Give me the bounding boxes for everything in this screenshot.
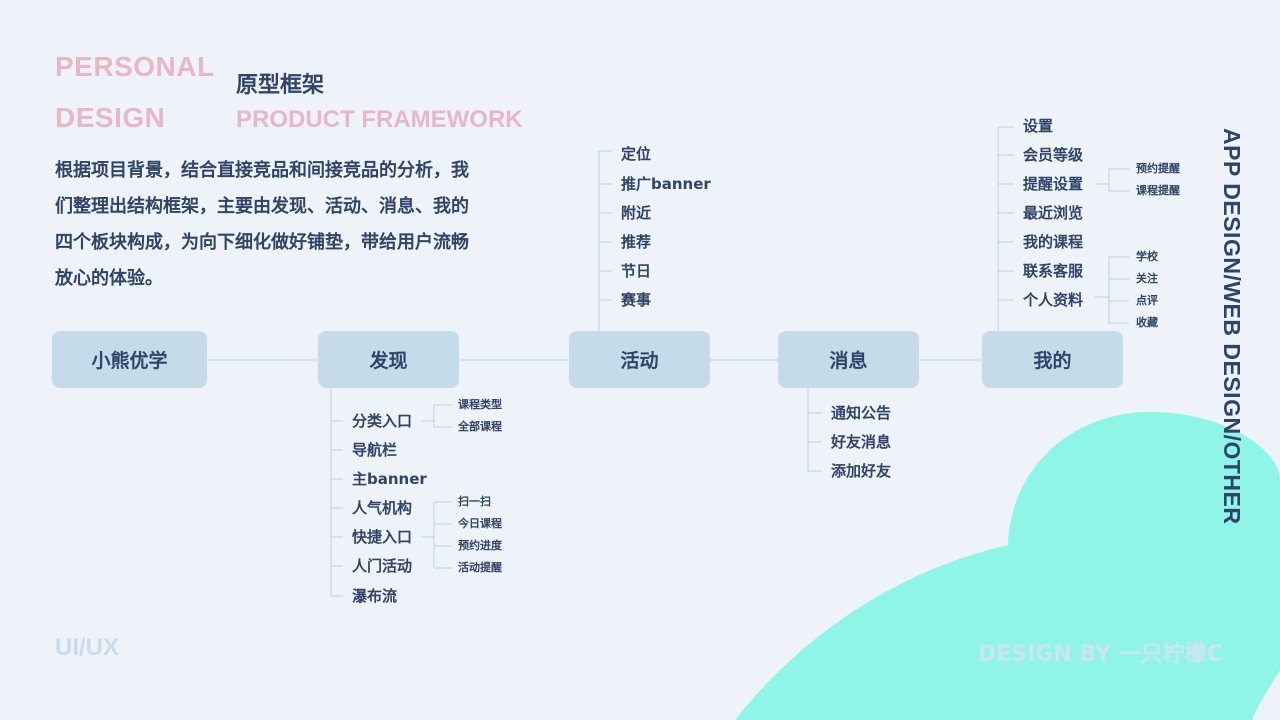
mine-item: 我的课程 [1023, 233, 1084, 251]
node-activity[interactable]: 活动 [569, 331, 710, 388]
category-sub-item: 课程类型 [458, 398, 502, 411]
profile-sub-item: 学校 [1136, 250, 1158, 263]
discover-item: 分类入口 [352, 412, 413, 430]
quick-sub-item: 预约进度 [458, 539, 502, 552]
discover-item: 人门活动 [352, 557, 413, 575]
discover-item: 瀑布流 [352, 587, 398, 605]
discover-item: 导航栏 [352, 441, 398, 459]
activity-item: 推广banner [621, 175, 711, 193]
footer-credit: DESIGN BY 一只柠檬C [978, 642, 1223, 667]
quick-sub-item: 活动提醒 [458, 561, 502, 574]
discover-item: 主banner [352, 470, 427, 488]
node-message[interactable]: 消息 [778, 331, 919, 388]
title-cn: 原型框架 [236, 73, 325, 98]
message-item: 好友消息 [831, 433, 892, 451]
discover-item: 人气机构 [352, 499, 413, 517]
profile-sub-item: 点评 [1136, 294, 1158, 307]
intro-line: 根据项目背景，结合直接竞品和间接竞品的分析，我 [55, 160, 469, 181]
activity-item: 赛事 [621, 291, 652, 309]
message-item: 通知公告 [831, 404, 892, 422]
side-vertical-title: APP DESIGN/WEB DESIGN/OTHER [1219, 128, 1245, 525]
mine-item: 设置 [1023, 117, 1054, 135]
footer-left-label: UI/UX [55, 634, 120, 661]
category-sub-item: 全部课程 [458, 420, 502, 433]
profile-sub-item: 收藏 [1136, 316, 1158, 329]
reminder-sub-item: 预约提醒 [1136, 162, 1180, 175]
reminder-sub-item: 课程提醒 [1136, 184, 1180, 197]
intro-paragraph: 根据项目背景，结合直接竞品和间接竞品的分析，我 们整理出结构框架，主要由发现、活… [55, 153, 540, 297]
node-mine[interactable]: 我的 [982, 331, 1123, 388]
mine-item: 会员等级 [1023, 146, 1084, 164]
activity-item: 定位 [621, 145, 652, 163]
intro-line: 放心的体验。 [55, 268, 163, 289]
activity-item: 节日 [621, 262, 652, 280]
discover-item: 快捷入口 [352, 528, 413, 546]
intro-line: 四个板块构成，为向下细化做好铺垫，带给用户流畅 [55, 232, 469, 253]
activity-item: 附近 [621, 204, 652, 222]
title-en-line2: DESIGN [55, 102, 166, 133]
activity-item: 推荐 [621, 233, 652, 251]
profile-sub-item: 关注 [1136, 272, 1158, 285]
quick-sub-item: 今日课程 [458, 517, 502, 530]
intro-line: 们整理出结构框架，主要由发现、活动、消息、我的 [55, 196, 469, 217]
message-item: 添加好友 [831, 462, 892, 480]
mine-item: 最近浏览 [1023, 204, 1084, 222]
mine-item: 提醒设置 [1023, 175, 1084, 193]
subtitle-en: PRODUCT FRAMEWORK [236, 106, 523, 133]
node-discover[interactable]: 发现 [318, 331, 459, 388]
mine-item: 联系客服 [1023, 262, 1084, 280]
quick-sub-item: 扫一扫 [458, 495, 491, 508]
mine-item: 个人资料 [1023, 291, 1084, 309]
title-en-line1: PERSONAL [55, 51, 215, 82]
node-root[interactable]: 小熊优学 [52, 331, 207, 388]
